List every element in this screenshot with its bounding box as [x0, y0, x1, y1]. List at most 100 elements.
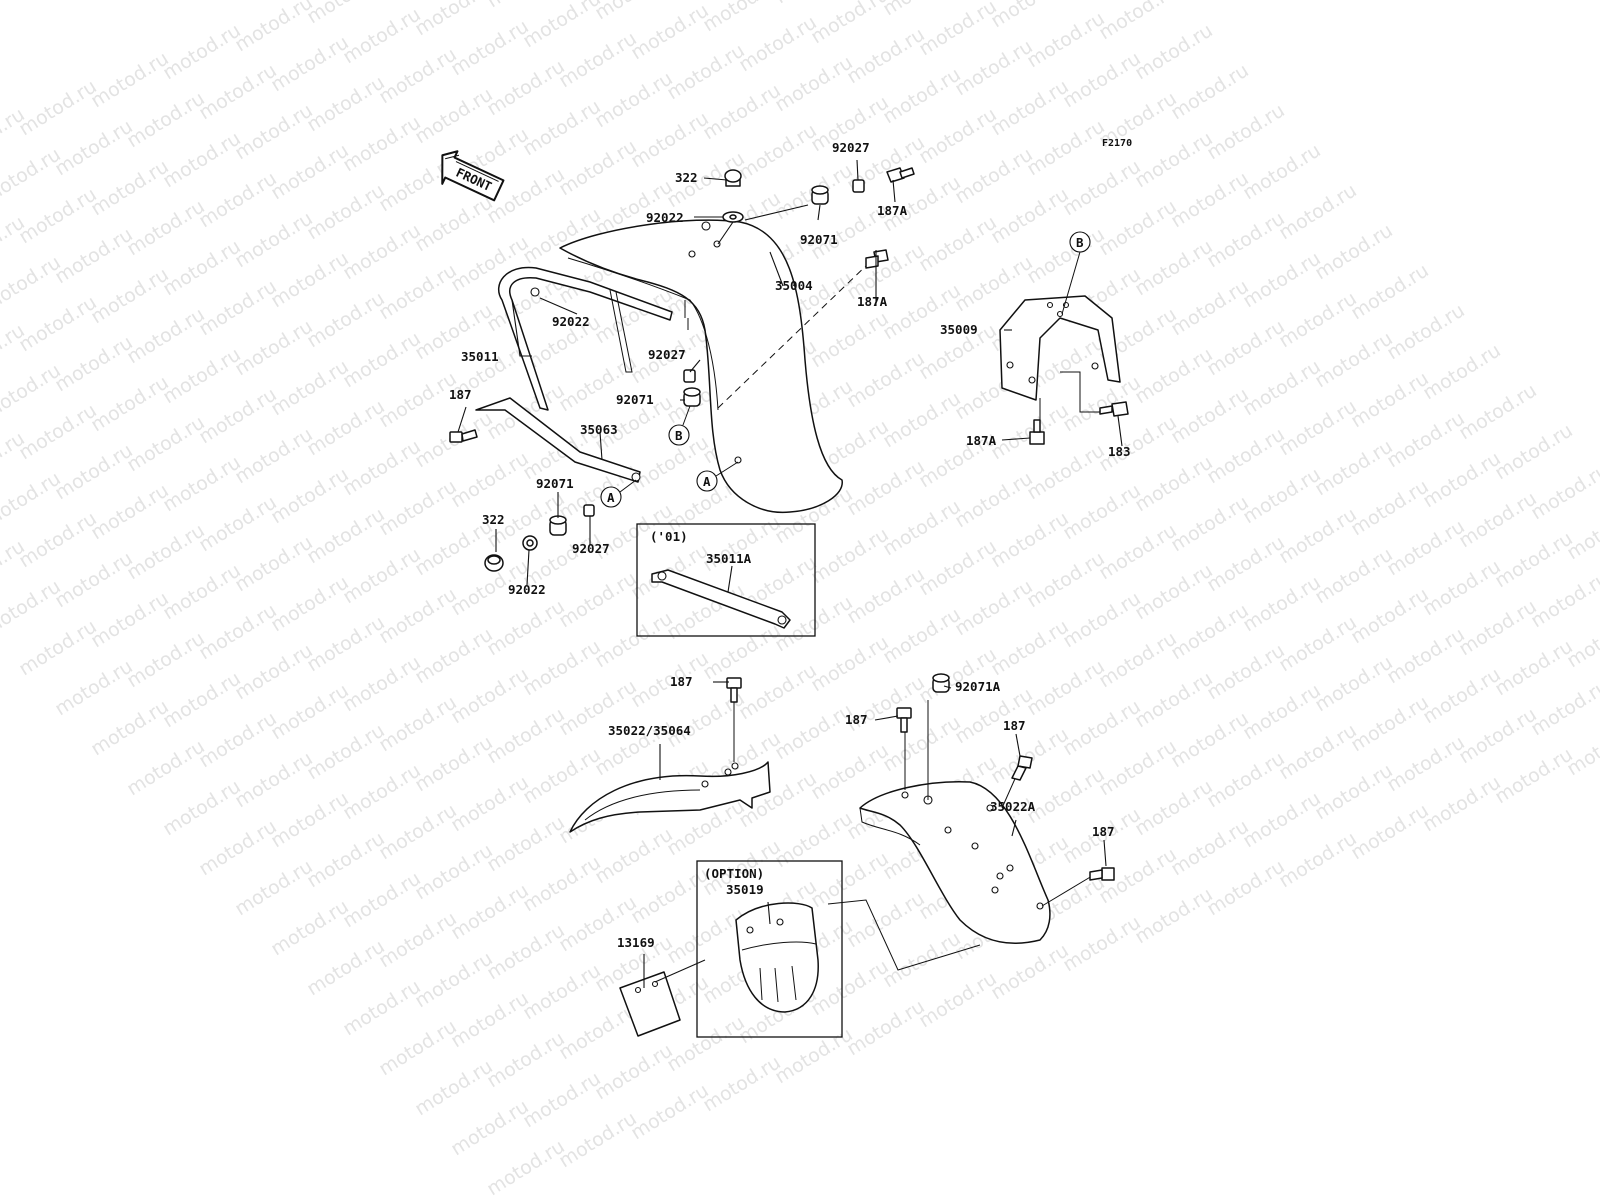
watermark-text: motod.ru — [231, 747, 317, 812]
watermark-text: motod.ru — [303, 179, 389, 244]
watermark-text: motod.ru — [411, 191, 497, 256]
watermark-text: motod.ru — [267, 679, 353, 744]
watermark-text: motod.ru — [123, 87, 209, 152]
watermark-text: motod.ru — [519, 1067, 605, 1132]
watermark-text: motod.ru — [735, 119, 821, 184]
watermark-text: motod.ru — [483, 919, 569, 984]
watermark-text: motod.ru — [987, 723, 1073, 788]
watermark-text: motod.ru — [375, 799, 461, 864]
watermark-text: motod.ru — [1347, 367, 1433, 432]
watermark-text: motod.ru — [915, 211, 1001, 276]
watermark-text: motod.ru — [1203, 99, 1289, 164]
part-labels: 322 92027 187A 92022 92071 35004 187A 92… — [449, 140, 1131, 950]
watermark-text: motod.ru — [591, 0, 677, 24]
label-187: 187 — [1092, 824, 1115, 839]
watermark-text: motod.ru — [1131, 127, 1217, 192]
watermark-text: motod.ru — [375, 475, 461, 540]
leader-lines — [457, 159, 1123, 988]
watermark-text: motod.ru — [735, 11, 821, 76]
watermark-text: motod.ru — [1419, 663, 1505, 728]
collar-92027-top — [852, 179, 865, 193]
mount-line-92027 — [684, 300, 689, 330]
watermark-text: motod.ru — [15, 291, 101, 356]
watermark-text: motod.ru — [411, 0, 497, 40]
watermark-text: motod.ru — [1095, 195, 1181, 260]
fender-stay-35011 — [497, 266, 673, 411]
label-35011: 35011 — [461, 349, 499, 364]
watermark-text: motod.ru — [1167, 383, 1253, 448]
watermark-text: motod.ru — [1491, 635, 1577, 700]
bolt-187A-top — [886, 167, 915, 183]
watermark-text: motod.ru — [159, 451, 245, 516]
label-92022: 92022 — [508, 582, 546, 597]
watermark-text: motod.ru — [1563, 607, 1600, 672]
watermark-text: motod.ru — [627, 1079, 713, 1144]
watermark-text: motod.ru — [1239, 679, 1325, 744]
watermark-text: motod.ru — [1131, 343, 1217, 408]
watermark-text: motod.ru — [195, 707, 281, 772]
watermark-text: motod.ru — [843, 455, 929, 520]
watermark-text: motod.ru — [1275, 827, 1361, 892]
watermark-text: motod.ru — [123, 411, 209, 476]
watermark-text: motod.ru — [231, 315, 317, 380]
watermark-text: motod.ru — [195, 167, 281, 232]
watermark-text: motod.ru — [339, 111, 425, 176]
watermark-text: motod.ru — [1383, 299, 1469, 364]
watermark-text: motod.ru — [447, 15, 533, 80]
watermark-text: motod.ru — [1491, 419, 1577, 484]
watermark-text: motod.ru — [159, 343, 245, 408]
watermark-text: motod.ru — [807, 739, 893, 804]
watermark-text: motod.ru — [699, 1051, 785, 1116]
box-year-01-title: ('01) — [650, 529, 688, 544]
label-92027: 92027 — [648, 347, 686, 362]
label-187: 187 — [449, 387, 472, 402]
label-35004: 35004 — [775, 278, 813, 293]
watermark-text: motod.ru — [1131, 559, 1217, 624]
watermark-text: motod.ru — [447, 231, 533, 296]
watermark-text: motod.ru — [519, 851, 605, 916]
watermark-text: motod.ru — [1311, 651, 1397, 716]
option-link-line — [827, 899, 981, 971]
watermark-text: motod.ru — [1095, 519, 1181, 584]
watermark-text: motod.ru — [1167, 707, 1253, 772]
watermark-text: motod.ru — [0, 359, 65, 424]
watermark-text: motod.ru — [771, 51, 857, 116]
bolt-187-front — [726, 677, 742, 703]
watermark-text: motod.ru — [123, 303, 209, 368]
watermark-text: motod.ru — [1527, 459, 1600, 524]
watermark-text: motod.ru — [447, 1095, 533, 1160]
watermark-text: motod.ru — [663, 903, 749, 968]
watermark-text: motod.ru — [1419, 339, 1505, 404]
watermark-text: motod.ru — [1383, 623, 1469, 688]
rear-fender-35004 — [559, 219, 843, 514]
watermark-text: motod.ru — [1203, 855, 1289, 920]
watermark-text: motod.ru — [195, 815, 281, 880]
watermark-text: motod.ru — [303, 719, 389, 784]
watermark-text: motod.ru — [15, 507, 101, 572]
watermark-text: motod.ru — [951, 143, 1037, 208]
watermark-text: motod.ru — [123, 627, 209, 692]
watermark-text: motod.ru — [1275, 503, 1361, 568]
watermark-text: motod.ru — [879, 63, 965, 128]
grommet-92071-low — [549, 515, 567, 536]
watermark-text: motod.ru — [231, 99, 317, 164]
watermark-text: motod.ru — [1419, 447, 1505, 512]
watermark-text: motod.ru — [519, 95, 605, 160]
watermark-text: motod.ru — [771, 699, 857, 764]
watermark-text: motod.ru — [1167, 599, 1253, 664]
watermark-text: motod.ru — [951, 575, 1037, 640]
watermark-text: motod.ru — [231, 855, 317, 920]
label-92071: 92071 — [800, 232, 838, 247]
watermark-text: motod.ru — [843, 563, 929, 628]
label-92022: 92022 — [552, 314, 590, 329]
watermark-text: motod.ru — [195, 383, 281, 448]
watermark-text: motod.ru — [159, 127, 245, 192]
watermark-text: motod.ru — [879, 603, 965, 668]
watermark-text: motod.ru — [807, 847, 893, 912]
watermark-text: motod.ru — [951, 35, 1037, 100]
watermark-text: motod.ru — [1167, 167, 1253, 232]
watermark-text: motod.ru — [519, 959, 605, 1024]
fender-mount-lines — [904, 700, 1093, 907]
watermark-text: motod.ru — [1311, 435, 1397, 500]
watermark-text: motod.ru — [303, 503, 389, 568]
